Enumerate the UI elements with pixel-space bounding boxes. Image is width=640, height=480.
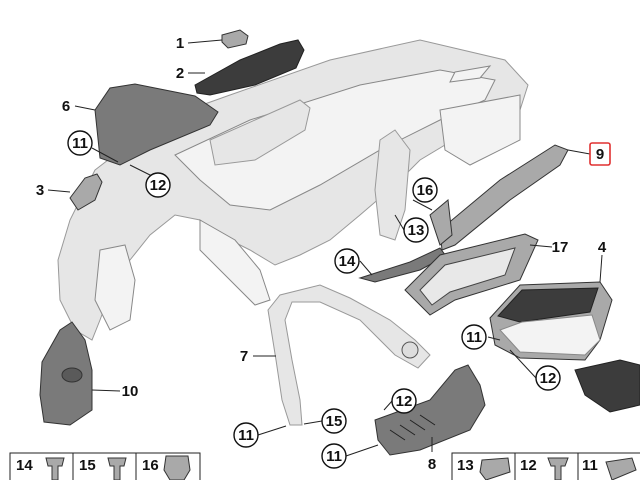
fastener-legend-left: 14 15 16 — [9, 452, 201, 480]
defroster-slot — [449, 65, 492, 83]
left-support — [94, 244, 136, 331]
part-6-side-cover — [94, 83, 219, 166]
instrument-opening — [209, 99, 311, 166]
callout-label-16: 16 — [417, 182, 434, 199]
bolt-15-icon — [107, 457, 127, 480]
callout-circle — [321, 443, 347, 469]
legend-label-13: 13 — [457, 457, 474, 474]
glovebox-mesh-top — [497, 287, 599, 323]
callout-circle — [403, 217, 429, 243]
callout-label-11: 11 — [238, 427, 254, 444]
legend-label-14: 14 — [16, 457, 33, 474]
callout-label-12: 12 — [396, 393, 413, 410]
part-3-air-vent — [69, 173, 103, 211]
glovebox-lid — [499, 314, 601, 356]
callout-circle — [321, 408, 347, 434]
callout-circle — [391, 388, 417, 414]
leader-lines — [47, 39, 603, 457]
callout-label-9: 9 — [596, 146, 604, 163]
callout-label-4: 4 — [598, 239, 607, 256]
dashboard-right-end — [374, 129, 411, 241]
callout-circle — [233, 422, 259, 448]
legend-label-11: 11 — [582, 457, 598, 474]
part-9-trim-strip — [439, 144, 569, 251]
callout-label-14: 14 — [339, 253, 356, 270]
screw-12-icon — [547, 457, 569, 480]
clip-13-icon — [479, 457, 511, 480]
callout-label-12: 12 — [150, 177, 167, 194]
callout-label-11: 11 — [326, 448, 342, 465]
callout-label-3: 3 — [36, 182, 44, 199]
part-1-clip — [221, 29, 249, 49]
callout-circle — [412, 177, 438, 203]
lower-right-part — [574, 359, 640, 413]
pillar-trim-knob — [401, 341, 419, 359]
part-7-pillar-trim — [267, 284, 431, 426]
display-frame-opening — [419, 247, 516, 306]
callout-highlight-box — [589, 142, 611, 166]
callout-label-2: 2 — [176, 65, 184, 82]
callout-label-6: 6 — [62, 98, 70, 115]
legend-label-16: 16 — [142, 457, 159, 474]
legend-label-15: 15 — [79, 457, 96, 474]
callout-label-1: 1 — [176, 35, 184, 52]
callout-circle — [67, 130, 93, 156]
bolt-14-icon — [45, 457, 65, 480]
callout-circle — [535, 365, 561, 391]
callout-label-8: 8 — [428, 456, 436, 473]
dashboard-cross-rail — [439, 94, 521, 166]
callout-circle — [334, 248, 360, 274]
callout-circle — [145, 172, 171, 198]
part-8-bracket — [374, 364, 486, 456]
legend-label-12: 12 — [520, 457, 537, 474]
part-16-trim-connector — [429, 199, 453, 246]
nut-11-icon — [605, 457, 637, 480]
callout-label-13: 13 — [408, 222, 425, 239]
callout-label-11: 11 — [72, 135, 88, 152]
callout-label-12: 12 — [540, 370, 557, 387]
clip-16-icon — [163, 455, 191, 480]
fastener-legend-right: 13 12 11 — [451, 452, 640, 480]
callout-label-7: 7 — [240, 348, 248, 365]
center-console-support — [199, 219, 271, 306]
callout-label-10: 10 — [122, 383, 139, 400]
callout-label-17: 17 — [552, 239, 569, 256]
end-cover-hole — [61, 367, 83, 383]
callout-label-11: 11 — [466, 329, 482, 346]
bracket-ribs — [389, 414, 436, 441]
dashboard-inner-top — [174, 69, 496, 211]
part-2-speaker-grille — [194, 39, 305, 96]
callout-label-15: 15 — [326, 413, 343, 430]
callout-circle — [461, 324, 487, 350]
